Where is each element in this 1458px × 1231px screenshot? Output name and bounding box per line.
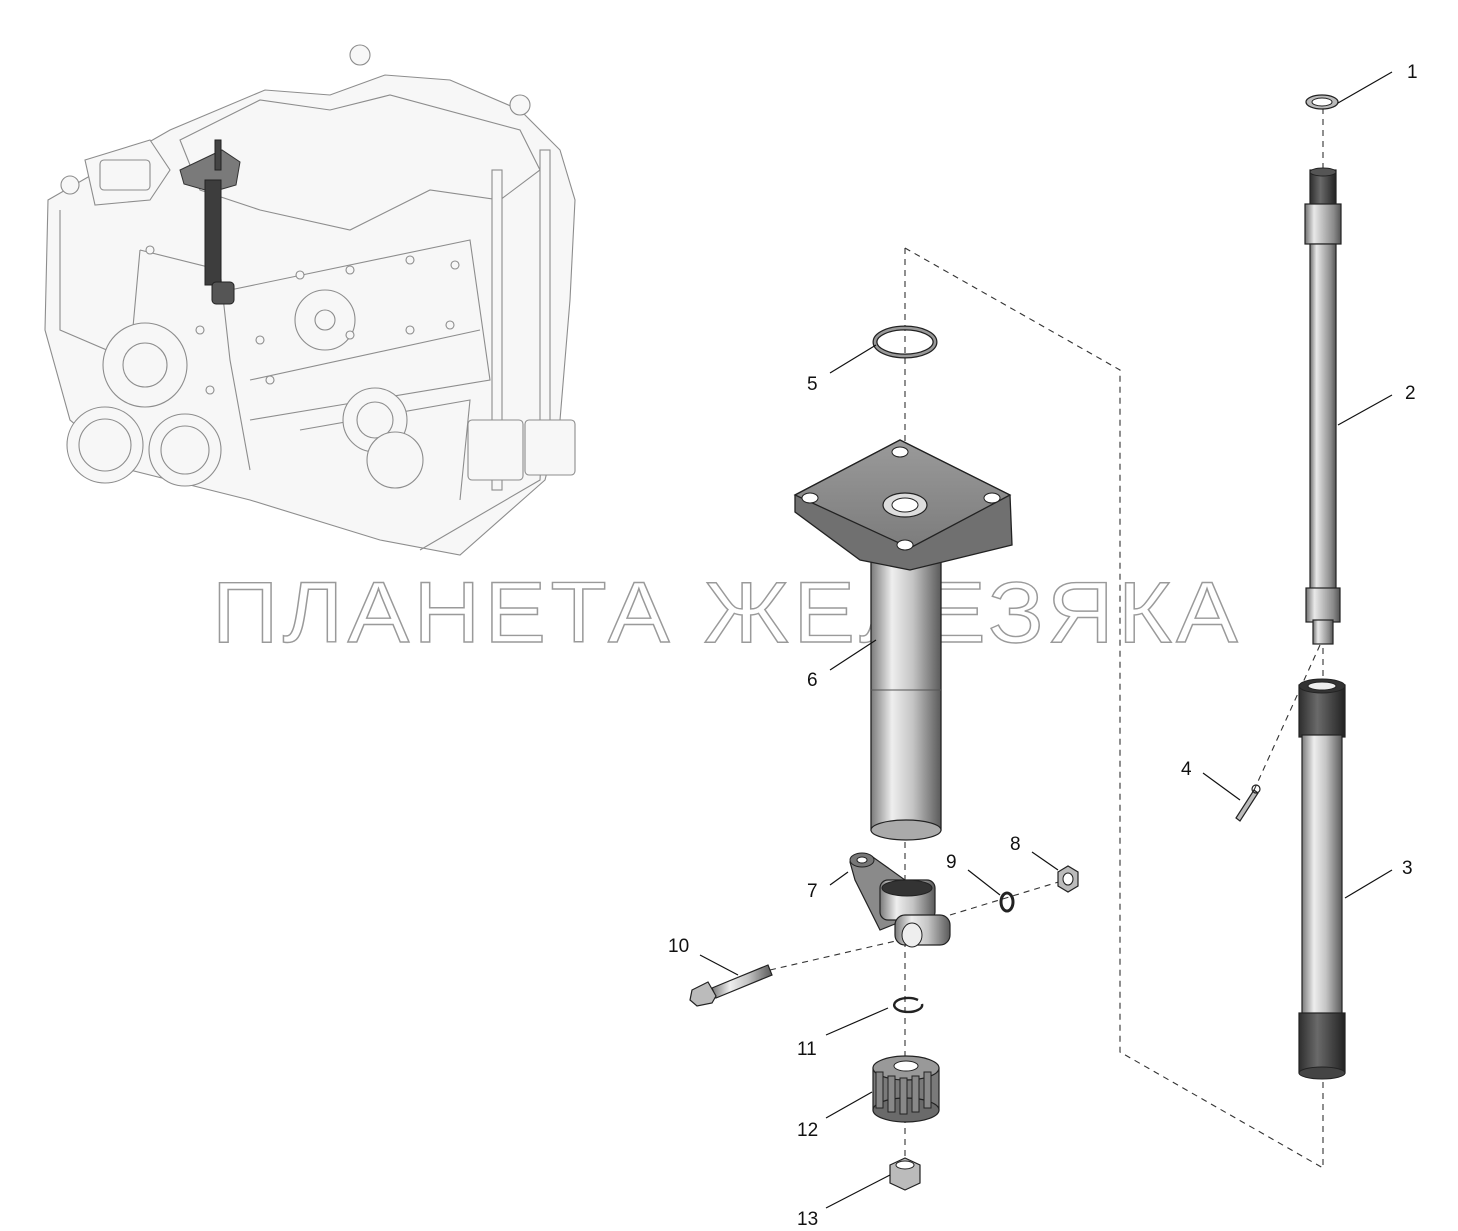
- callout-6: 6: [807, 670, 818, 691]
- part-5-o-ring: [872, 325, 938, 359]
- callout-1: 1: [1407, 62, 1418, 83]
- callout-8: 8: [1010, 834, 1021, 855]
- callout-12: 12: [797, 1120, 818, 1141]
- part-6-flange-housing: [793, 439, 1013, 841]
- callout-4: 4: [1181, 759, 1192, 780]
- leader-lines: [699, 71, 1393, 1209]
- callout-5: 5: [807, 374, 818, 395]
- part-1-retaining-ring: [1305, 94, 1339, 110]
- part-8-nut: [1057, 865, 1079, 893]
- gearbox-assembly-illustration: [44, 44, 576, 556]
- part-10-bolt: [689, 964, 773, 1007]
- part-11-snap-ring: [892, 996, 924, 1014]
- part-4-cotter-pin: [1235, 784, 1261, 822]
- watermark-text: ПЛАНЕТА ЖЕЛЕЗЯКА: [212, 565, 1242, 661]
- callout-labels: 1 2 3 4 5 6 7 8 9 10 11 12 13: [668, 62, 1418, 1230]
- callout-9: 9: [946, 852, 957, 873]
- part-12-gear: [872, 1055, 940, 1123]
- callout-13: 13: [797, 1209, 818, 1230]
- part-2-drive-shaft: [1304, 167, 1342, 645]
- part-13-castle-nut: [889, 1157, 921, 1191]
- part-7-clamp-lever: [849, 852, 951, 948]
- part-3-coupling-tube: [1298, 678, 1346, 1080]
- callout-2: 2: [1405, 383, 1416, 404]
- assembly-guide-lines: [769, 108, 1324, 1190]
- callout-11: 11: [797, 1039, 817, 1060]
- part-9-lock-washer: [999, 891, 1015, 913]
- callout-3: 3: [1402, 858, 1413, 879]
- callout-10: 10: [668, 936, 689, 957]
- callout-7: 7: [807, 881, 818, 902]
